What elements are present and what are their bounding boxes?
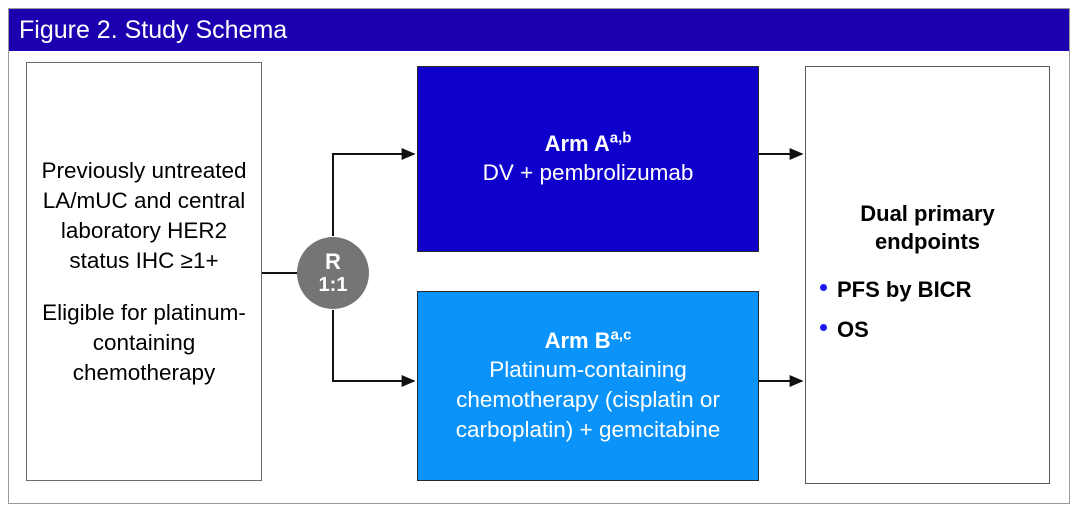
arm-b-box: Arm Ba,c Platinum-containing chemotherap… xyxy=(417,291,759,481)
eligibility-paragraph-1: Previously untreated LA/mUC and central … xyxy=(41,157,247,273)
figure-title-bar: Figure 2. Study Schema xyxy=(9,9,1069,51)
bullet-icon xyxy=(820,284,827,291)
endpoint-label: OS xyxy=(837,317,869,342)
figure-title: Figure 2. Study Schema xyxy=(19,15,288,44)
figure-outer-border xyxy=(8,8,1070,504)
bullet-icon xyxy=(820,324,827,331)
eligibility-paragraph-2: Eligible for platinum-containing chemoth… xyxy=(42,299,246,385)
arm-b-footnote-markers: a,c xyxy=(610,326,632,344)
arm-a-box: Arm Aa,b DV + pembrolizumab xyxy=(417,66,759,252)
randomization-label: R xyxy=(325,249,341,274)
arm-a-title: Arm Aa,b xyxy=(545,130,632,158)
randomization-node: R 1:1 xyxy=(297,237,369,309)
arm-a-footnote-markers: a,b xyxy=(609,129,632,147)
arm-b-title: Arm Ba,c xyxy=(545,327,632,355)
eligibility-criteria-box: Previously untreated LA/mUC and central … xyxy=(26,62,262,481)
arm-a-description: DV + pembrolizumab xyxy=(482,160,694,185)
endpoints-list: PFS by BICR OS xyxy=(806,270,971,350)
endpoints-title: Dual primary endpoints xyxy=(860,201,995,254)
endpoints-box: Dual primary endpoints PFS by BICR OS xyxy=(805,66,1050,484)
endpoint-item: OS xyxy=(820,310,971,350)
endpoint-label: PFS by BICR xyxy=(837,277,972,302)
endpoint-item: PFS by BICR xyxy=(820,270,971,310)
arm-a-title-text: Arm A xyxy=(544,131,610,156)
arm-b-description: Platinum-containing chemotherapy (cispla… xyxy=(455,357,721,442)
randomization-ratio: 1:1 xyxy=(318,274,348,296)
arm-b-title-text: Arm B xyxy=(544,328,611,353)
